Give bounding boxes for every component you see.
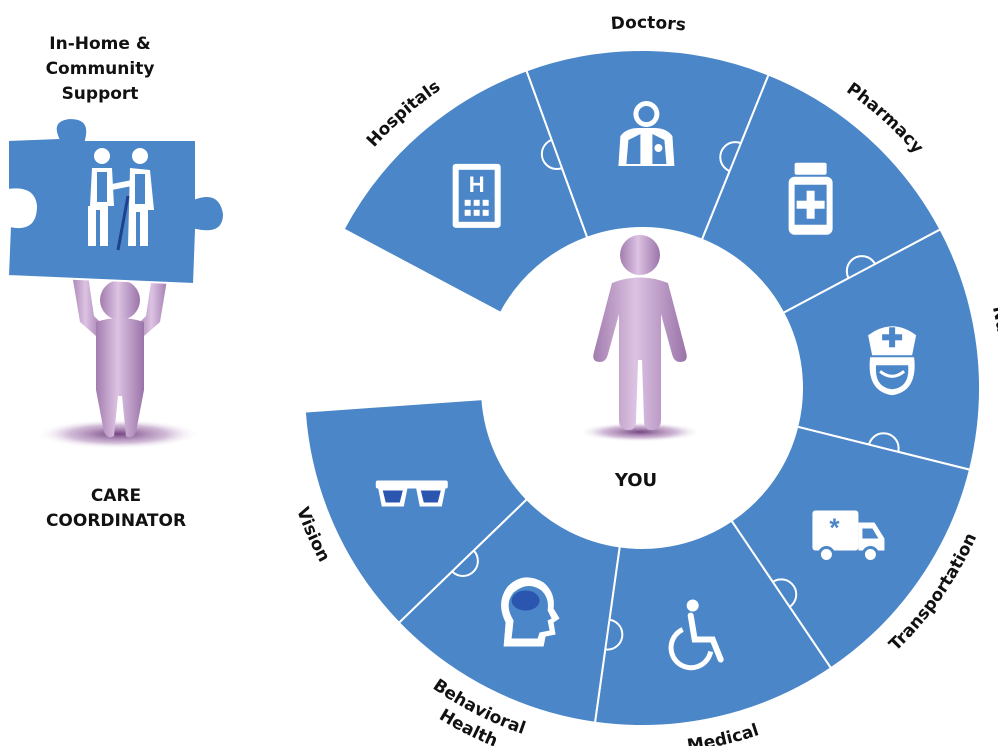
hospital-building-icon: H: [452, 163, 501, 228]
ambulance-icon: *: [812, 510, 885, 564]
doctor-icon: [618, 101, 675, 167]
title-line: In-Home &: [49, 34, 151, 54]
title-line: CARE: [90, 486, 142, 506]
nurse-icon: [868, 326, 917, 396]
care-coordinator-figure: [6, 116, 226, 449]
center-label: YOU: [614, 470, 657, 491]
cane-icon: [116, 195, 130, 251]
title-line: Support: [61, 84, 139, 104]
wheelchair-icon: [668, 599, 724, 671]
brain-head-icon: [501, 577, 560, 647]
medicine-bottle-icon: [788, 162, 833, 235]
puzzle-segment: [303, 398, 529, 625]
helping-people-inner: [97, 172, 145, 204]
title-line: Community: [45, 59, 155, 79]
center-person: YOU: [578, 235, 702, 491]
segment-label: Doctors: [610, 13, 687, 36]
svg-text:H: H: [469, 172, 485, 197]
you-person-icon: [593, 235, 687, 430]
in-home-community-support-title: In-Home & Community Support: [0, 32, 200, 107]
care-coordinator-title: CARE COORDINATOR: [16, 484, 216, 534]
svg-text:*: *: [829, 513, 840, 543]
eyeglasses-icon: [375, 480, 448, 507]
segment-label: Nursing: [988, 304, 998, 382]
segment-icons: H: [375, 101, 917, 671]
community-puzzle-piece: [6, 116, 226, 286]
puzzle-segment: [593, 519, 833, 727]
person-shadow: [578, 422, 702, 442]
segment-label: Medical: [686, 720, 762, 746]
helping-people-icon: [88, 148, 154, 246]
title-line: COORDINATOR: [45, 511, 187, 531]
coordinator-shadow: [36, 419, 200, 449]
coordinator-person-icon: [70, 262, 170, 438]
